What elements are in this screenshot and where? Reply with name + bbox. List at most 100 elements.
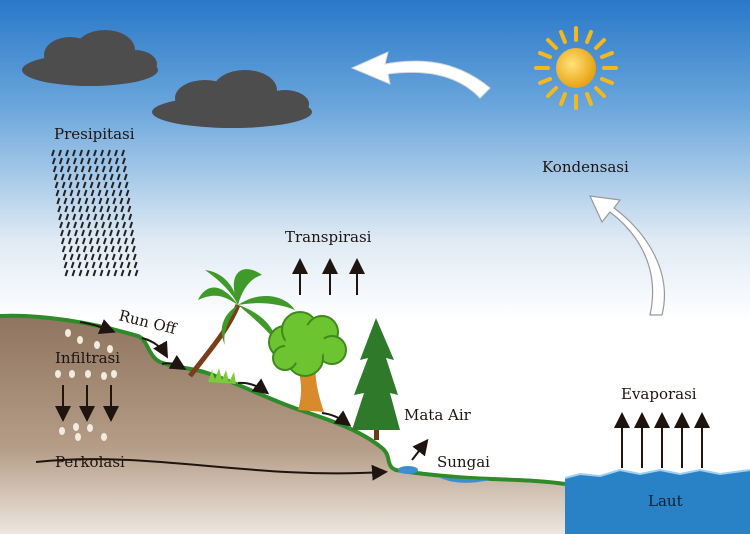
evaporation-arrows <box>614 412 710 468</box>
rain-streak <box>107 149 111 157</box>
rain-streak <box>54 181 59 189</box>
rain-streak <box>109 237 114 245</box>
rain-streak <box>107 157 112 165</box>
rain-streak <box>100 157 105 165</box>
rain-streak <box>95 237 100 245</box>
rain-streak <box>65 157 70 165</box>
rain-streak <box>118 253 123 261</box>
rain-streak <box>115 165 120 173</box>
cloud-icon <box>22 30 158 86</box>
rain-streak <box>126 197 131 205</box>
rain-streak <box>61 245 66 253</box>
rain-streak <box>62 189 67 197</box>
rain-streak <box>77 261 82 269</box>
rain-streak <box>90 189 95 197</box>
rain-streak <box>117 181 122 189</box>
rain-streak <box>60 237 65 245</box>
rain-streak <box>60 229 64 237</box>
rain-streak <box>127 269 132 277</box>
rain-streak <box>89 245 94 253</box>
label-presipitasi: Presipitasi <box>54 125 135 143</box>
rain-streak <box>120 269 125 277</box>
rain-streak <box>125 189 130 197</box>
rain-streak <box>129 221 134 229</box>
rain-streak <box>78 269 83 277</box>
rain-streak <box>80 165 85 173</box>
rain-streak <box>133 261 138 269</box>
pine-tree-icon <box>352 318 400 440</box>
rain-streak <box>61 181 66 189</box>
label-mata-air: Mata Air <box>404 406 472 424</box>
transpiration-arrows <box>292 258 365 295</box>
condensation-arrow-icon <box>588 195 666 316</box>
rain-streak <box>116 173 121 181</box>
rain-streak <box>88 229 92 237</box>
rain-streak <box>69 189 74 197</box>
label-evaporasi: Evaporasi <box>621 385 697 403</box>
rain-streak <box>113 269 118 277</box>
rain-streak <box>86 157 91 165</box>
water-drops <box>55 329 117 441</box>
rain-streak <box>134 269 139 277</box>
rain-streak <box>123 173 128 181</box>
rain-streak <box>59 165 64 173</box>
rain-streak <box>51 157 56 165</box>
rain-streak <box>125 253 130 261</box>
rain-streak <box>101 165 106 173</box>
rain-streak <box>97 253 102 261</box>
rain-streak <box>104 189 109 197</box>
rain-streak <box>91 261 96 269</box>
rain-streak <box>94 165 99 173</box>
rain-streak <box>95 229 99 237</box>
label-infiltrasi: Infiltrasi <box>55 349 120 367</box>
palm-tree-icon <box>188 269 295 378</box>
rain-streak <box>101 221 106 229</box>
river <box>440 478 490 483</box>
rain-streak <box>68 181 73 189</box>
rain-streak <box>58 157 63 165</box>
rain-streak <box>59 221 64 229</box>
rain-streak <box>81 173 86 181</box>
rain-streak <box>75 245 80 253</box>
rain-streak <box>116 229 120 237</box>
rain-streak <box>74 173 79 181</box>
rain-streak <box>106 269 111 277</box>
rain-streak <box>130 229 134 237</box>
rain-streak <box>68 245 73 253</box>
rain-streak <box>74 237 79 245</box>
rain-streak <box>119 197 124 205</box>
rain-streak <box>113 205 118 213</box>
rain-streak <box>111 189 116 197</box>
rain-streak <box>106 205 111 213</box>
rain-streak <box>85 205 90 213</box>
rain-streak <box>93 149 97 157</box>
spring-water <box>398 466 418 474</box>
grass-icon <box>208 368 236 384</box>
rain-streak <box>63 261 68 269</box>
rain-streak <box>87 165 92 173</box>
rain-streak <box>92 269 97 277</box>
rain-streak <box>110 245 115 253</box>
rain-streak <box>121 149 125 157</box>
rain-streak <box>121 157 126 165</box>
rain-streak <box>83 253 88 261</box>
rain-streak <box>93 157 98 165</box>
rain-streak <box>96 245 101 253</box>
rain-streak <box>73 165 78 173</box>
rain-streak <box>58 213 63 221</box>
rain-streak <box>102 229 106 237</box>
cloud-icon <box>152 70 312 128</box>
rain-streak <box>58 149 62 157</box>
rain-streak <box>79 149 83 157</box>
rain-streak <box>100 213 105 221</box>
rain-streak <box>86 213 91 221</box>
runoff-arrows <box>35 319 429 481</box>
rain-streak <box>65 149 69 157</box>
infiltration-arrows <box>55 385 119 422</box>
rain-streak <box>109 229 113 237</box>
rain-streak <box>94 221 99 229</box>
rain-streak <box>99 205 104 213</box>
rain-streak <box>71 269 76 277</box>
rain-streak <box>79 157 84 165</box>
